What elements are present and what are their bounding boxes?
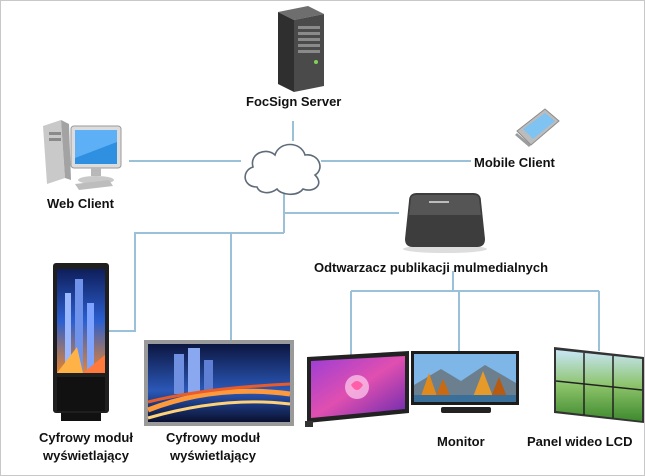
kiosk-label-line2: wyświetlający — [43, 448, 129, 463]
video-wall-label: Panel wideo LCD — [527, 434, 633, 449]
tv-display-label-line1: Cyfrowy moduł — [166, 430, 260, 445]
tv-display-label-line2: wyświetlający — [170, 448, 256, 463]
web-client-icon — [41, 118, 125, 197]
tv-display-icon — [144, 340, 294, 433]
media-player-label: Odtwarzacz publikacji mulmedialnych — [314, 260, 549, 275]
kiosk-link — [109, 232, 284, 332]
server-icon — [274, 6, 326, 97]
kiosk-label: Cyfrowy moduł wyświetlający — [31, 429, 141, 465]
tv-display-label: Cyfrowy moduł wyświetlający — [153, 429, 273, 465]
server-label: FocSign Server — [246, 94, 342, 109]
mobile-client-icon — [511, 105, 563, 154]
kiosk-display-icon — [53, 263, 111, 428]
mobile-client-label: Mobile Client — [474, 155, 555, 170]
cloud-icon — [237, 135, 327, 202]
led-panel-icon — [305, 351, 411, 432]
monitor-icon — [411, 351, 521, 422]
kiosk-label-line1: Cyfrowy moduł — [39, 430, 133, 445]
media-player-icon — [399, 191, 491, 258]
monitor-label: Monitor — [437, 434, 485, 449]
web-client-label: Web Client — [47, 196, 114, 211]
video-wall-icon — [552, 347, 644, 428]
